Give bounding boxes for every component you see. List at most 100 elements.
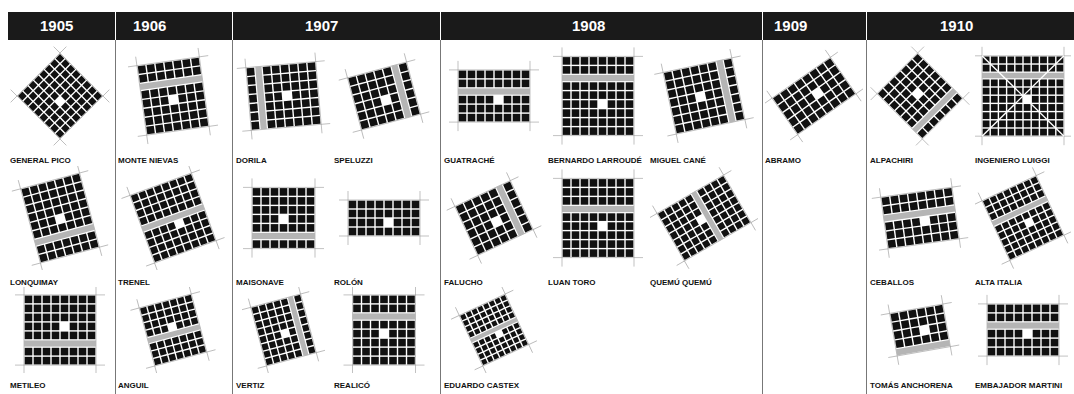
city-block [281, 298, 289, 306]
city-block [55, 178, 64, 187]
street-line [530, 61, 531, 131]
city-block [173, 237, 182, 246]
city-block [389, 348, 397, 356]
city-block [1015, 305, 1023, 313]
city-block [518, 214, 528, 224]
city-block [513, 105, 521, 113]
header-divider [115, 12, 116, 40]
city-block [930, 71, 940, 81]
city-block [191, 317, 199, 325]
city-block [1032, 79, 1039, 86]
boulevard [562, 75, 634, 81]
city-block [33, 230, 42, 239]
city-block [608, 188, 616, 196]
city-block [371, 321, 379, 329]
city-block [407, 357, 415, 365]
city-block [358, 210, 366, 218]
city-block [1016, 65, 1023, 72]
city-block [908, 310, 917, 319]
street-line [198, 48, 210, 135]
city-block [198, 109, 207, 118]
city-block [72, 81, 81, 90]
city-block [311, 98, 319, 106]
city-block [298, 215, 306, 223]
city-block [263, 319, 271, 327]
city-block [729, 196, 738, 205]
city-block [61, 357, 69, 365]
street-line [553, 257, 643, 258]
city-block [563, 127, 571, 135]
street-grid [10, 166, 110, 270]
city-block [988, 348, 996, 356]
town-plan: LONQUIMAY [10, 166, 110, 289]
city-block [407, 305, 415, 313]
city-block [495, 80, 503, 88]
city-block [599, 82, 607, 90]
street-line [130, 292, 199, 311]
city-block [997, 348, 1005, 356]
city-block [922, 226, 931, 235]
city-block [1016, 112, 1023, 119]
city-block [277, 315, 285, 323]
city-block [500, 309, 507, 316]
city-block [253, 240, 261, 248]
city-block [366, 72, 375, 81]
city-block [1033, 305, 1041, 313]
city-block [1003, 206, 1011, 214]
city-block [483, 241, 493, 251]
city-block [522, 96, 530, 104]
city-block [617, 82, 625, 90]
city-block [899, 311, 908, 320]
street-line [553, 178, 643, 179]
city-block [477, 105, 485, 113]
city-block [626, 222, 634, 230]
town-plan: DORILA [236, 44, 331, 167]
city-block [161, 325, 169, 333]
street-line [1002, 231, 1071, 264]
year-heading: 1905 [40, 12, 73, 40]
city-block [1057, 88, 1064, 95]
city-block [187, 302, 195, 310]
city-block [572, 188, 580, 196]
city-block [983, 65, 990, 72]
city-block [895, 339, 904, 348]
city-block [195, 83, 204, 92]
city-block [162, 232, 171, 241]
city-block [139, 191, 148, 200]
city-block [56, 129, 65, 138]
city-block [367, 219, 375, 227]
street-line [653, 206, 689, 269]
city-block [304, 332, 312, 340]
city-block [917, 192, 926, 201]
year-column: 1906MONTE NIEVASTRENELANGUIL [115, 12, 232, 394]
header-bar [8, 12, 1074, 40]
street-line [54, 90, 110, 146]
city-block [599, 188, 607, 196]
plaza [280, 215, 288, 223]
city-block [1057, 79, 1064, 86]
city-block [731, 94, 740, 103]
city-block [298, 206, 306, 214]
city-block [45, 65, 54, 74]
city-block [698, 233, 707, 242]
city-block [999, 96, 1006, 103]
city-block [375, 106, 384, 115]
city-block [686, 212, 695, 221]
city-block [175, 195, 184, 204]
city-block [999, 104, 1006, 111]
city-block [150, 246, 159, 255]
plan-group [344, 287, 425, 373]
city-block [476, 347, 483, 354]
city-block [193, 197, 202, 206]
city-block [572, 179, 580, 187]
city-block [901, 100, 911, 110]
city-block [279, 322, 287, 330]
city-block [895, 83, 905, 93]
city-block [504, 96, 512, 104]
street-line [765, 52, 838, 103]
city-block [895, 106, 905, 116]
city-block [913, 336, 922, 345]
city-block [369, 118, 378, 127]
city-block [189, 340, 197, 348]
city-block [599, 179, 607, 187]
